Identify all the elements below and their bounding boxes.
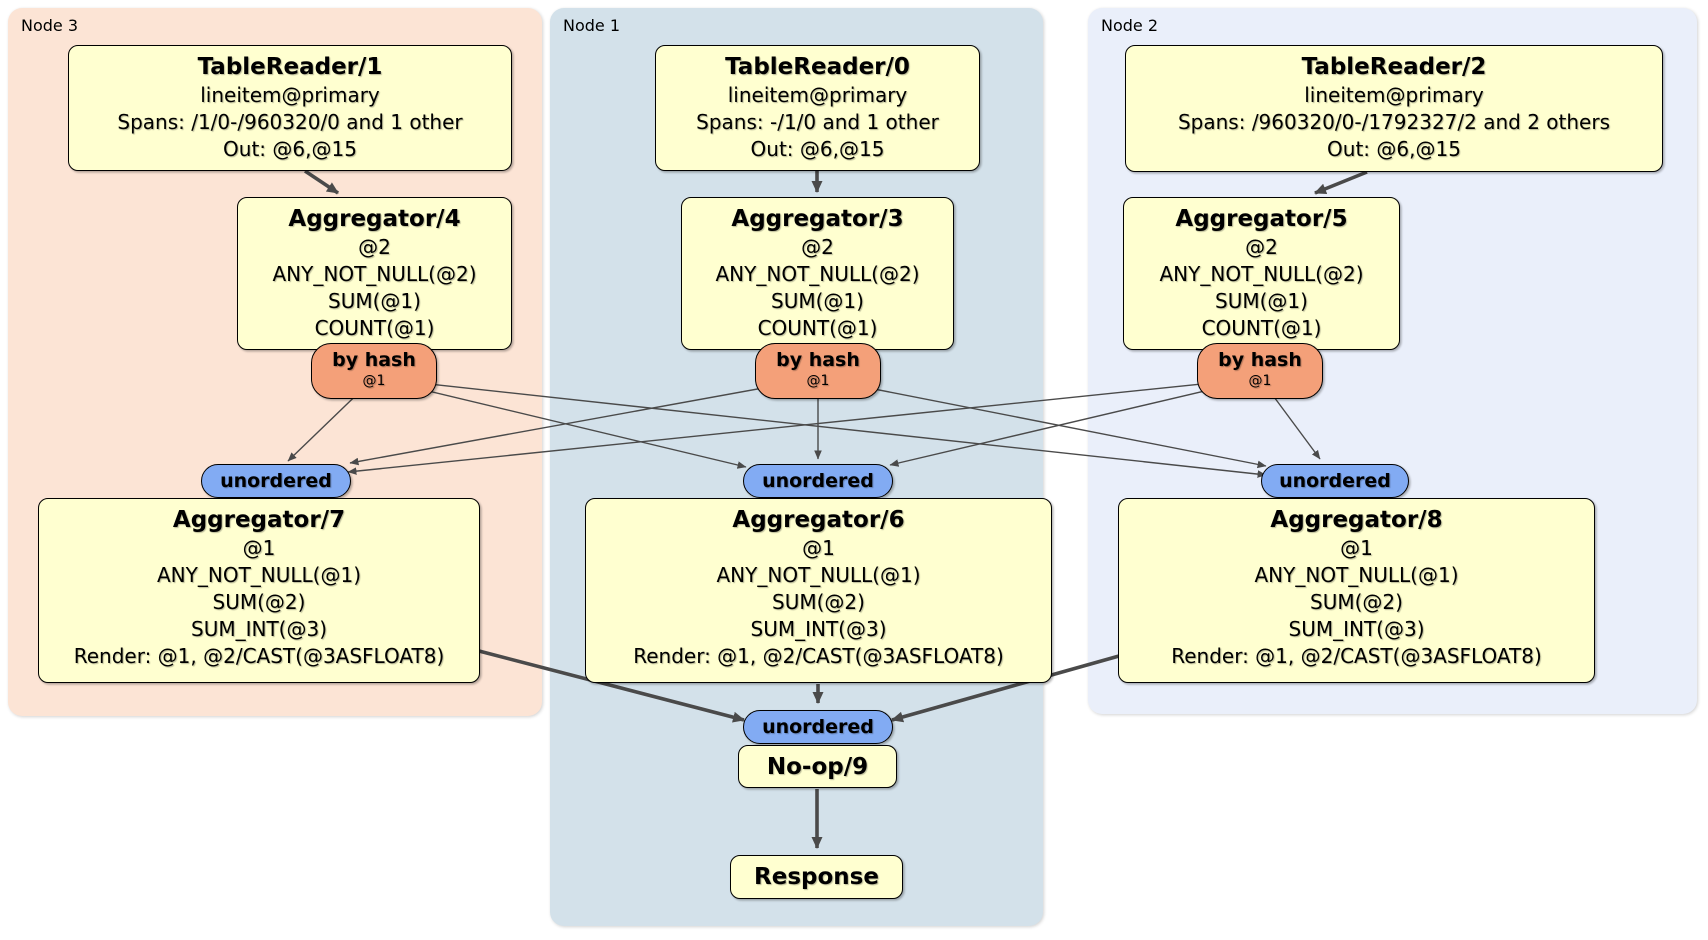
aggregator-6-fn: SUM_INT(@3) bbox=[750, 617, 887, 641]
aggregator-8-node: Aggregator/8 @1 ANY_NOT_NULL(@1) SUM(@2)… bbox=[1118, 498, 1595, 683]
aggregator-3-node: Aggregator/3 @2 ANY_NOT_NULL(@2) SUM(@1)… bbox=[681, 197, 954, 350]
tablereader-1-title: TableReader/1 bbox=[197, 54, 383, 80]
unordered-stream-mid: unordered bbox=[743, 464, 893, 498]
tablereader-1-out: Out: @6,@15 bbox=[223, 137, 357, 161]
tablereader-0-title: TableReader/0 bbox=[725, 54, 910, 80]
aggregator-5-fn: SUM(@1) bbox=[1215, 289, 1308, 313]
aggregator-7-fn: ANY_NOT_NULL(@1) bbox=[157, 563, 361, 587]
noop-9-node: No-op/9 bbox=[738, 745, 897, 788]
tablereader-0-node: TableReader/0 lineitem@primary Spans: -/… bbox=[655, 45, 980, 171]
aggregator-3-fn: COUNT(@1) bbox=[757, 316, 878, 340]
by-hash-router-node1: by hash @1 bbox=[755, 343, 881, 399]
tablereader-0-spans: Spans: -/1/0 and 1 other bbox=[696, 110, 939, 134]
aggregator-7-title: Aggregator/7 bbox=[172, 507, 346, 533]
aggregator-8-fn: SUM_INT(@3) bbox=[1288, 617, 1425, 641]
aggregator-6-group: @1 bbox=[802, 536, 835, 560]
node1-region-label: Node 1 bbox=[563, 16, 621, 35]
edge-byhash2-to-unordered-left bbox=[347, 377, 1261, 475]
by-hash-router-node3-key: @1 bbox=[362, 373, 386, 389]
tablereader-1-node: TableReader/1 lineitem@primary Spans: /1… bbox=[68, 45, 512, 171]
by-hash-router-node1-key: @1 bbox=[806, 373, 830, 389]
by-hash-router-node2-key: @1 bbox=[1248, 373, 1272, 389]
edge-agg7-to-unordered-bottom bbox=[478, 649, 745, 723]
edge-byhash3-to-unordered-mid bbox=[373, 377, 747, 469]
aggregator-7-node: Aggregator/7 @1 ANY_NOT_NULL(@1) SUM(@2)… bbox=[38, 498, 480, 683]
tablereader-0-index: lineitem@primary bbox=[727, 83, 908, 107]
unordered-stream-left-label: unordered bbox=[220, 470, 332, 492]
tablereader-2-out: Out: @6,@15 bbox=[1327, 137, 1461, 161]
aggregator-7-group: @1 bbox=[242, 536, 276, 560]
aggregator-6-node: Aggregator/6 @1 ANY_NOT_NULL(@1) SUM(@2)… bbox=[585, 498, 1052, 683]
tablereader-2-node: TableReader/2 lineitem@primary Spans: /9… bbox=[1125, 45, 1663, 172]
aggregator-7-fn: SUM(@2) bbox=[212, 590, 306, 614]
aggregator-8-group: @1 bbox=[1340, 536, 1373, 560]
edge-byhash2-to-unordered-mid bbox=[889, 377, 1261, 467]
by-hash-router-node3-label: by hash bbox=[332, 349, 416, 371]
unordered-stream-bottom: unordered bbox=[743, 710, 893, 744]
tablereader-2-index: lineitem@primary bbox=[1304, 83, 1484, 107]
aggregator-5-group: @2 bbox=[1245, 235, 1278, 259]
edge-byhash3-to-unordered-right bbox=[373, 377, 1267, 478]
unordered-stream-mid-label: unordered bbox=[762, 470, 874, 492]
aggregator-4-group: @2 bbox=[358, 235, 391, 259]
edge-agg8-to-unordered-bottom bbox=[891, 654, 1120, 723]
unordered-stream-right: unordered bbox=[1261, 464, 1409, 498]
aggregator-5-node: Aggregator/5 @2 ANY_NOT_NULL(@2) SUM(@1)… bbox=[1123, 197, 1400, 350]
aggregator-7-render: Render: @1, @2/CAST(@3ASFLOAT8) bbox=[73, 644, 445, 668]
response-node: Response bbox=[730, 855, 903, 899]
aggregator-4-title: Aggregator/4 bbox=[288, 206, 461, 232]
node2-region-label: Node 2 bbox=[1101, 16, 1159, 35]
aggregator-8-render: Render: @1, @2/CAST(@3ASFLOAT8) bbox=[1171, 644, 1542, 668]
aggregator-5-fn: ANY_NOT_NULL(@2) bbox=[1159, 262, 1364, 286]
aggregator-3-group: @2 bbox=[801, 235, 834, 259]
aggregator-6-render: Render: @1, @2/CAST(@3ASFLOAT8) bbox=[633, 644, 1004, 668]
aggregator-7-fn: SUM_INT(@3) bbox=[191, 617, 327, 641]
unordered-stream-left: unordered bbox=[201, 464, 351, 498]
unordered-stream-right-label: unordered bbox=[1279, 470, 1391, 492]
tablereader-0-out: Out: @6,@15 bbox=[750, 137, 885, 161]
noop-9-title: No-op/9 bbox=[766, 753, 869, 780]
edge-tr2-to-agg5 bbox=[1314, 170, 1368, 195]
aggregator-4-node: Aggregator/4 @2 ANY_NOT_NULL(@2) SUM(@1)… bbox=[237, 197, 512, 350]
tablereader-2-title: TableReader/2 bbox=[1301, 54, 1487, 80]
edge-byhash1-to-unordered-right bbox=[817, 377, 1267, 469]
aggregator-3-title: Aggregator/3 bbox=[731, 206, 904, 232]
aggregator-4-fn: COUNT(@1) bbox=[314, 316, 435, 340]
edge-tr1-to-agg4 bbox=[304, 169, 339, 195]
tablereader-2-spans: Spans: /960320/0-/1792327/2 and 2 others bbox=[1177, 110, 1610, 134]
aggregator-3-fn: ANY_NOT_NULL(@2) bbox=[715, 262, 920, 286]
by-hash-router-node3: by hash @1 bbox=[311, 343, 437, 399]
aggregator-6-fn: ANY_NOT_NULL(@1) bbox=[716, 563, 921, 587]
aggregator-6-title: Aggregator/6 bbox=[732, 507, 905, 533]
aggregator-3-fn: SUM(@1) bbox=[771, 289, 864, 313]
aggregator-8-title: Aggregator/8 bbox=[1270, 507, 1443, 533]
by-hash-router-node2-label: by hash bbox=[1218, 349, 1302, 371]
response-title: Response bbox=[754, 864, 879, 890]
tablereader-1-index: lineitem@primary bbox=[200, 83, 380, 107]
node3-region-label: Node 3 bbox=[21, 16, 79, 35]
aggregator-5-fn: COUNT(@1) bbox=[1201, 316, 1322, 340]
unordered-stream-bottom-label: unordered bbox=[762, 716, 874, 738]
aggregator-5-title: Aggregator/5 bbox=[1175, 206, 1348, 232]
by-hash-router-node2: by hash @1 bbox=[1197, 343, 1323, 399]
edge-byhash1-to-unordered-left bbox=[349, 377, 819, 466]
aggregator-4-fn: ANY_NOT_NULL(@2) bbox=[272, 262, 477, 286]
tablereader-1-spans: Spans: /1/0-/960320/0 and 1 other bbox=[117, 110, 463, 134]
aggregator-8-fn: SUM(@2) bbox=[1310, 590, 1403, 614]
by-hash-router-node1-label: by hash bbox=[776, 349, 860, 371]
aggregator-8-fn: ANY_NOT_NULL(@1) bbox=[1254, 563, 1459, 587]
aggregator-4-fn: SUM(@1) bbox=[328, 289, 421, 313]
aggregator-6-fn: SUM(@2) bbox=[772, 590, 865, 614]
